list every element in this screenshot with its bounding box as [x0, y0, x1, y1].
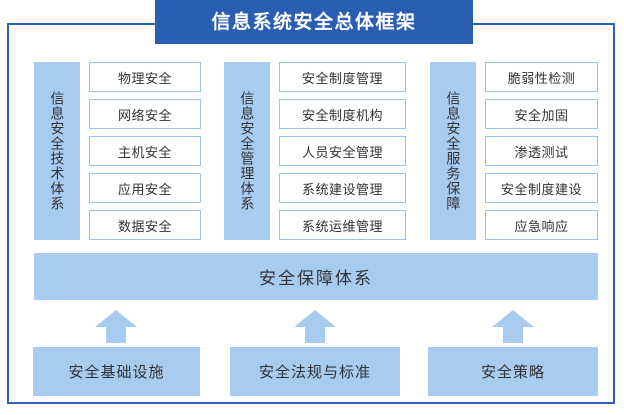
diagram-title-banner: 信息系统安全总体框架: [155, 0, 473, 44]
pillar-item[interactable]: 安全制度机构: [279, 99, 406, 129]
page-title: 信息系统安全总体框架: [211, 11, 417, 33]
up-arrow-icon: [95, 310, 137, 343]
pillar-management-items: 安全制度管理 安全制度机构 人员安全管理 系统建设管理 系统运维管理: [279, 62, 406, 240]
pillar-item[interactable]: 物理安全: [89, 62, 201, 92]
up-arrow-icon: [492, 310, 534, 343]
foundation-box[interactable]: 安全基础设施: [33, 347, 200, 396]
pillar-service-label: 信息安全服务保障: [430, 62, 476, 240]
pillar-management: 信息安全管理体系 安全制度管理 安全制度机构 人员安全管理 系统建设管理 系统运…: [224, 62, 406, 240]
pillar-technology: 信息安全技术体系 物理安全 网络安全 主机安全 应用安全 数据安全: [34, 62, 201, 240]
pillar-item[interactable]: 脆弱性检测: [485, 62, 598, 92]
pillar-management-label: 信息安全管理体系: [224, 62, 270, 240]
pillar-management-label-text: 信息安全管理体系: [239, 91, 256, 211]
pillar-item[interactable]: 系统运维管理: [279, 210, 406, 240]
pillar-technology-items: 物理安全 网络安全 主机安全 应用安全 数据安全: [89, 62, 201, 240]
pillar-item[interactable]: 应用安全: [89, 173, 201, 203]
pillar-item[interactable]: 数据安全: [89, 210, 201, 240]
foundation-box[interactable]: 安全法规与标准: [230, 347, 400, 396]
pillar-service: 信息安全服务保障 脆弱性检测 安全加固 渗透测试 安全制度建设 应急响应: [430, 62, 598, 240]
pillar-item[interactable]: 安全加固: [485, 99, 598, 129]
pillar-service-items: 脆弱性检测 安全加固 渗透测试 安全制度建设 应急响应: [485, 62, 598, 240]
pillar-item[interactable]: 安全制度建设: [485, 173, 598, 203]
foundation-box[interactable]: 安全策略: [428, 347, 598, 396]
pillar-technology-label: 信息安全技术体系: [34, 62, 80, 240]
pillar-item[interactable]: 网络安全: [89, 99, 201, 129]
pillar-item[interactable]: 安全制度管理: [279, 62, 406, 92]
pillar-item[interactable]: 应急响应: [485, 210, 598, 240]
pillar-item[interactable]: 渗透测试: [485, 136, 598, 166]
up-arrow-icon: [294, 310, 336, 343]
pillar-technology-label-text: 信息安全技术体系: [49, 91, 66, 211]
pillar-service-label-text: 信息安全服务保障: [445, 91, 462, 211]
pillar-item[interactable]: 人员安全管理: [279, 136, 406, 166]
pillar-item[interactable]: 系统建设管理: [279, 173, 406, 203]
guarantee-system-label: 安全保障体系: [259, 269, 373, 288]
guarantee-system-bar: 安全保障体系: [34, 253, 598, 300]
pillar-item[interactable]: 主机安全: [89, 136, 201, 166]
